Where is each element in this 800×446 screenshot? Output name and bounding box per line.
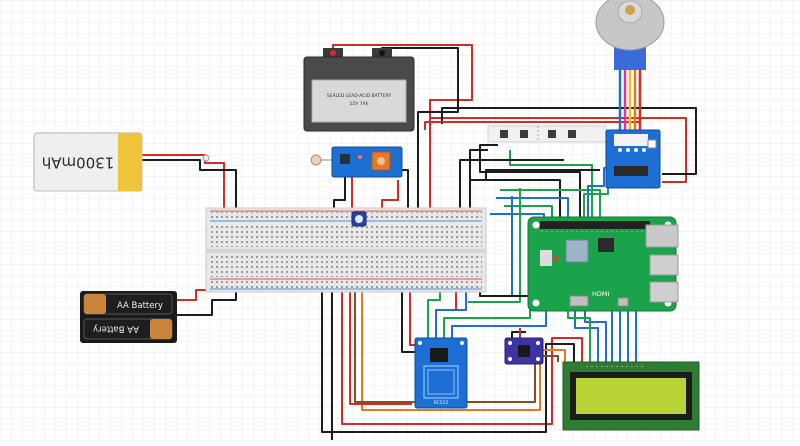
- sla-label: SEALED LEAD-ACID BATTERY: [327, 93, 392, 99]
- wires: [142, 44, 697, 440]
- wire-black: [400, 169, 409, 212]
- wire-black: [511, 331, 526, 340]
- sla-label-plate: [311, 79, 407, 123]
- pi-cpu: [565, 239, 589, 263]
- wire-blue: [451, 300, 547, 340]
- wire-green: [500, 189, 601, 222]
- lcd-screen: [576, 378, 686, 414]
- led-strip: [487, 125, 607, 143]
- stepper-body: [595, 0, 665, 51]
- breadboard-bottom-rail: [210, 281, 482, 288]
- wire-orange: [361, 240, 566, 411]
- wire-green: [468, 188, 521, 303]
- wire-black: [401, 290, 416, 353]
- accelerometer-module: [504, 337, 544, 365]
- pi-logo: ❦: [552, 254, 560, 265]
- breadboard-upper-terminals: [210, 225, 482, 247]
- wire-black: [469, 169, 600, 212]
- wire-green: [427, 290, 441, 340]
- wire-green: [509, 150, 593, 220]
- breadboard: [205, 207, 487, 293]
- wire-black: [333, 175, 346, 212]
- sla-battery: SEALED LEAD-ACID BATTERY 12V 7Ah: [303, 48, 415, 132]
- breadboard-top-rail: [210, 212, 482, 219]
- lcd-display: [562, 361, 700, 431]
- lipo-label: 1300mAh: [42, 154, 115, 172]
- rfid-module: RC522: [414, 337, 468, 409]
- breadboard-lower-terminals: [210, 255, 482, 277]
- aa-battery-pack: AA Battery AA Battery: [80, 291, 177, 343]
- pi-usb-port-2: [649, 281, 679, 303]
- pi-usb-port-1: [649, 254, 679, 276]
- aa-label-top: AA Battery: [117, 301, 163, 311]
- sla-sublabel: 12V 7Ah: [349, 101, 368, 107]
- wire-black: [321, 228, 575, 433]
- wire-red: [142, 154, 225, 210]
- aa-label-bottom: AA Battery: [93, 324, 139, 334]
- stepper-motor: [595, 0, 665, 70]
- wire-brown: [354, 232, 559, 403]
- pi-gpio-header: [540, 221, 650, 229]
- lipo-cap: [118, 133, 142, 191]
- wire-blue: [435, 290, 467, 340]
- wire-black: [177, 290, 237, 316]
- rfid-label: RC522: [434, 400, 449, 406]
- wire-red: [381, 180, 399, 212]
- pi-hdmi-label: HDMI: [592, 290, 610, 298]
- wire-black: [441, 107, 697, 175]
- wire-black: [459, 159, 564, 212]
- wire-black: [479, 144, 581, 218]
- raspberry-pi: ❦ HDMI: [527, 216, 679, 312]
- breadboard-channel: [206, 249, 486, 253]
- pi-ethernet-port: [645, 224, 679, 248]
- wire-red: [341, 240, 583, 425]
- light-sensor-module: [310, 146, 403, 178]
- wire-red: [430, 117, 687, 183]
- lipo-battery: 1300mAh: [33, 132, 210, 192]
- stepper-driver: [605, 129, 661, 189]
- wire-black: [142, 159, 237, 210]
